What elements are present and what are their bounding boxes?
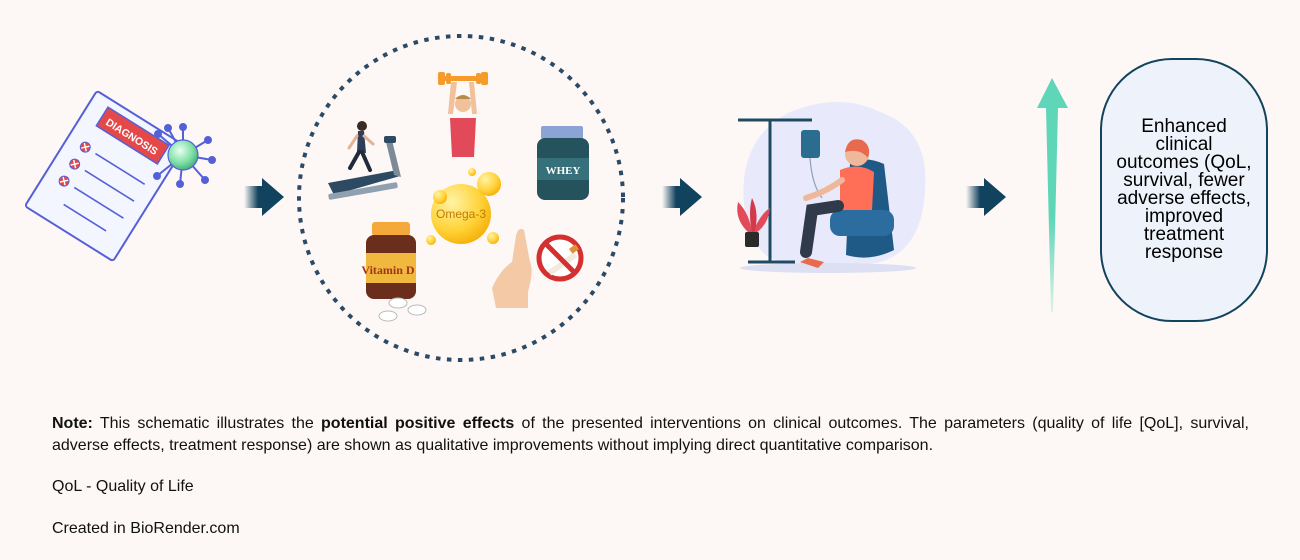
abbreviation-line: QoL - Quality of Life [52, 478, 194, 495]
no-smoking-icon [536, 234, 584, 282]
note-paragraph: Note: This schematic illustrates the pot… [52, 413, 1249, 457]
credit-line: Created in BioRender.com [52, 520, 240, 537]
note-text-before: This schematic illustrates the [92, 415, 322, 432]
stop-hand-icon [492, 228, 532, 308]
weightlifter-icon [438, 72, 488, 157]
outcome-box: Enhanced clinical outcomes (QoL, surviva… [1100, 58, 1268, 322]
vitamin-d-bottle-icon: Vitamin D [361, 222, 427, 322]
note-emphasis: potential positive effects [321, 415, 515, 432]
flow-arrow-3 [966, 178, 1006, 216]
flow-arrow-2 [662, 178, 702, 216]
omega-3-capsules-icon: Omega-3 [426, 168, 501, 245]
schematic-canvas: DIAGNOSIS [25, 34, 1068, 362]
improvement-up-arrow [1037, 78, 1068, 312]
vitamin-label: Vitamin D [361, 263, 415, 277]
treadmill-runner-icon [328, 121, 401, 200]
flow-arrow-1 [244, 178, 284, 216]
interventions-circle [297, 34, 625, 362]
note-lead: Note: [52, 415, 93, 432]
whey-label: WHEY [546, 165, 581, 177]
omega-label: Omega-3 [436, 207, 486, 221]
whey-protein-jar-icon: WHEY [537, 126, 589, 200]
diagnosis-document-icon: DIAGNOSIS [25, 90, 185, 262]
virus-icon [153, 123, 216, 188]
note-text-after: of the presented interventions on clinic… [52, 415, 1249, 454]
schematic-diagram: DIAGNOSIS [25, 34, 1268, 362]
outcome-text: Enhanced clinical outcomes (QoL, surviva… [1116, 116, 1252, 263]
patient-infusion-icon [737, 102, 926, 273]
notes-section: Note: This schematic illustrates the pot… [52, 413, 1249, 540]
